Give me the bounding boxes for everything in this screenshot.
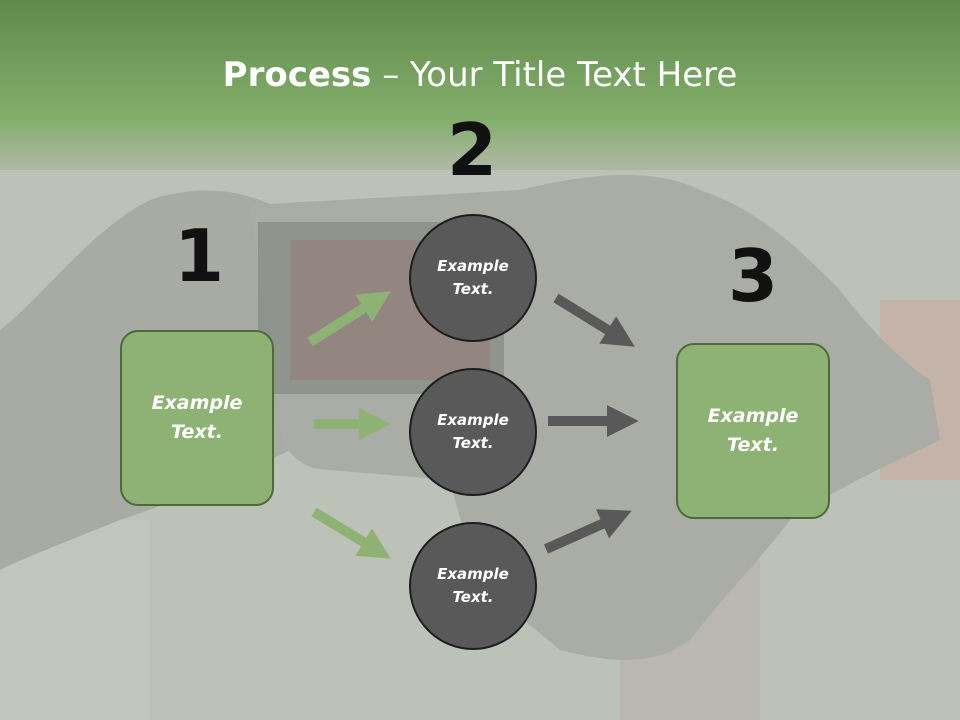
circle-top-text: Example Text. xyxy=(437,257,509,298)
circle-bottom: Example Text. xyxy=(409,522,537,650)
circle-bottom-text: Example Text. xyxy=(437,565,509,606)
circle-top: Example Text. xyxy=(409,214,537,342)
title-separator: – xyxy=(371,55,411,95)
title-rest: Your Title Text Here xyxy=(410,55,738,95)
step-3-box: Example Text. xyxy=(676,343,830,519)
step-1-box: Example Text. xyxy=(120,330,274,506)
step-1-box-text: Example Text. xyxy=(151,392,243,443)
step-number-2: 2 xyxy=(446,108,498,192)
step-number-3: 3 xyxy=(727,234,779,318)
step-3-box-text: Example Text. xyxy=(707,405,799,456)
circle-middle-text: Example Text. xyxy=(437,411,509,452)
step-number-1: 1 xyxy=(173,214,225,298)
circle-middle: Example Text. xyxy=(409,368,537,496)
slide-title: Process – Your Title Text Here xyxy=(0,52,960,98)
title-bold: Process xyxy=(222,55,372,95)
